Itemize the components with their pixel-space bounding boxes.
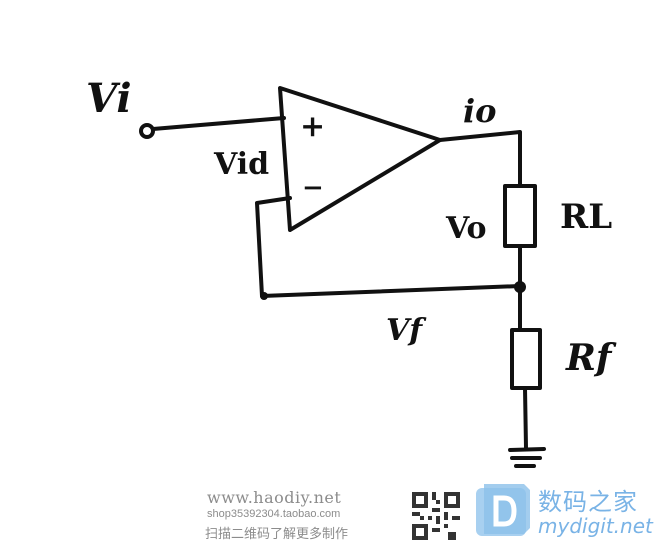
qr-code-icon <box>412 492 460 540</box>
junction-dot-vf <box>260 292 268 300</box>
junction-dot-rl <box>514 281 526 293</box>
label-vf: Vf <box>386 313 427 348</box>
label-rl: RL <box>560 197 612 237</box>
label-minus: − <box>302 173 324 203</box>
label-vi: Vi <box>86 75 132 122</box>
output-wire <box>438 130 522 188</box>
feedback-wire <box>255 196 522 298</box>
label-rf: Rf <box>565 337 617 379</box>
label-vid: Vid <box>213 147 269 182</box>
vi-wire <box>151 116 286 131</box>
ground-symbol <box>508 447 546 468</box>
watermark-site: www.haodiy.net <box>207 488 342 507</box>
watermark-scan-text: 扫描二维码了解更多制作 <box>205 527 349 542</box>
brand-en: mydigit.net <box>538 514 653 538</box>
opamp-triangle <box>278 86 442 232</box>
label-vo: Vo <box>445 211 487 246</box>
label-io: io <box>463 92 497 130</box>
label-plus: + <box>300 109 325 144</box>
brand-cn: 数码之家 <box>538 488 638 516</box>
rf-resistor <box>510 328 542 390</box>
mydigit-logo-icon <box>476 484 530 536</box>
rf-bottom-wire <box>523 386 528 450</box>
vi-terminal <box>139 123 155 139</box>
watermark-shop: shop35392304.taobao.com <box>207 508 341 520</box>
rl-resistor <box>503 184 537 248</box>
